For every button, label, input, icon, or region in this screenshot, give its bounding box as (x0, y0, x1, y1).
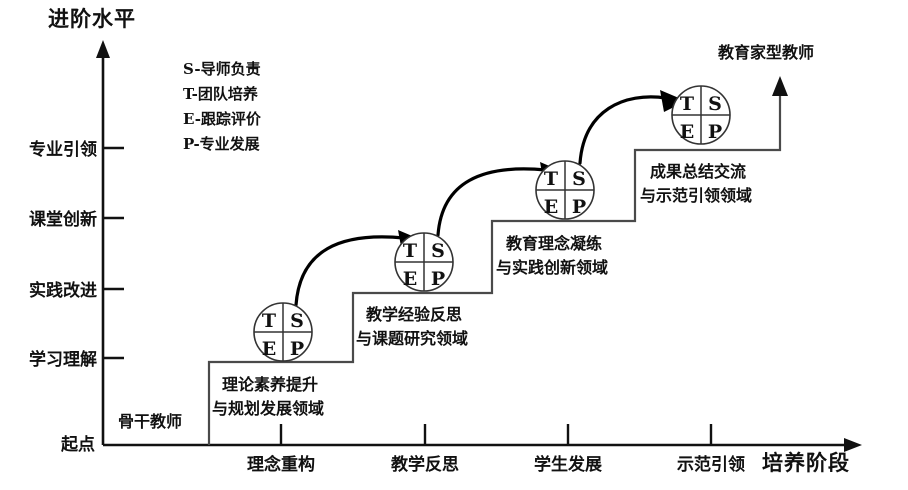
badge-3-letter-s: S (572, 168, 586, 190)
progression-arrow-3 (578, 90, 686, 165)
y-tick-label-2: 实践改进 (29, 280, 97, 301)
step-badge-3[interactable]: T S E P (535, 160, 595, 220)
step-label-3: 教育理念凝练 与实践创新领域 (496, 234, 608, 277)
badge-3-letter-e: E (544, 196, 558, 218)
step-label-4-line1: 成果总结交流 (650, 162, 746, 181)
x-tick-label-1: 教学反思 (390, 454, 459, 475)
staircase-path (207, 76, 788, 445)
step-badge-1[interactable]: T S E P (253, 302, 313, 362)
y-axis (96, 40, 110, 445)
y-axis-title: 进阶水平 (48, 6, 136, 31)
legend: S-导师负责 T-团队培养 E-跟踪评价 P-专业发展 (183, 60, 262, 153)
step-label-4: 成果总结交流 与示范引领领域 (640, 162, 752, 205)
step-label-3-line2: 与实践创新领域 (496, 258, 608, 277)
legend-item-p: P-专业发展 (183, 135, 260, 153)
badge-1-letter-e: E (262, 338, 276, 360)
y-axis-ticks (103, 146, 124, 360)
start-actor-label: 骨干教师 (118, 412, 182, 431)
x-tick-label-3: 示范引领 (677, 454, 745, 475)
step-label-2-line2: 与课题研究领域 (356, 329, 468, 348)
legend-item-t: T-团队培养 (183, 85, 259, 103)
badge-2-letter-e: E (403, 268, 417, 290)
y-tick-label-3: 学习理解 (29, 349, 97, 370)
x-axis-title: 培养阶段 (762, 450, 850, 475)
x-axis-ticks (279, 424, 713, 445)
legend-item-e: E-跟踪评价 (183, 110, 262, 128)
badge-4-letter-t: T (680, 93, 694, 115)
badge-4-letter-p: P (708, 121, 722, 143)
step-label-2: 教学经验反思 与课题研究领域 (356, 305, 468, 348)
origin-label: 起点 (60, 434, 95, 455)
step-badge-2[interactable]: T S E P (394, 232, 454, 292)
step-label-4-line2: 与示范引领领域 (640, 186, 752, 205)
y-tick-label-1: 课堂创新 (29, 209, 97, 230)
badge-2-letter-s: S (431, 240, 445, 262)
legend-item-s: S-导师负责 (183, 60, 261, 78)
y-tick-label-0: 专业引领 (29, 139, 97, 160)
x-tick-label-0: 理念重构 (247, 454, 315, 475)
badge-1-letter-s: S (290, 310, 304, 332)
badge-2-letter-t: T (403, 240, 417, 262)
step-label-1-line1: 理论素养提升 (222, 375, 318, 394)
badge-1-letter-t: T (262, 310, 276, 332)
badge-3-letter-p: P (572, 196, 586, 218)
badge-2-letter-p: P (431, 268, 445, 290)
step-label-1-line2: 与规划发展领域 (212, 399, 324, 418)
step-label-2-line1: 教学经验反思 (366, 305, 462, 324)
badge-4-letter-s: S (708, 93, 722, 115)
badge-3-letter-t: T (544, 168, 558, 190)
x-tick-label-2: 学生发展 (534, 454, 602, 475)
step-label-3-line1: 教育理念凝练 (506, 234, 602, 253)
step-badge-4[interactable]: T S E P (671, 85, 731, 145)
badge-4-letter-e: E (680, 121, 694, 143)
badge-1-letter-p: P (290, 338, 304, 360)
end-actor-label: 教育家型教师 (718, 43, 814, 62)
step-label-1: 理论素养提升 与规划发展领域 (212, 375, 324, 418)
x-axis (103, 438, 862, 452)
